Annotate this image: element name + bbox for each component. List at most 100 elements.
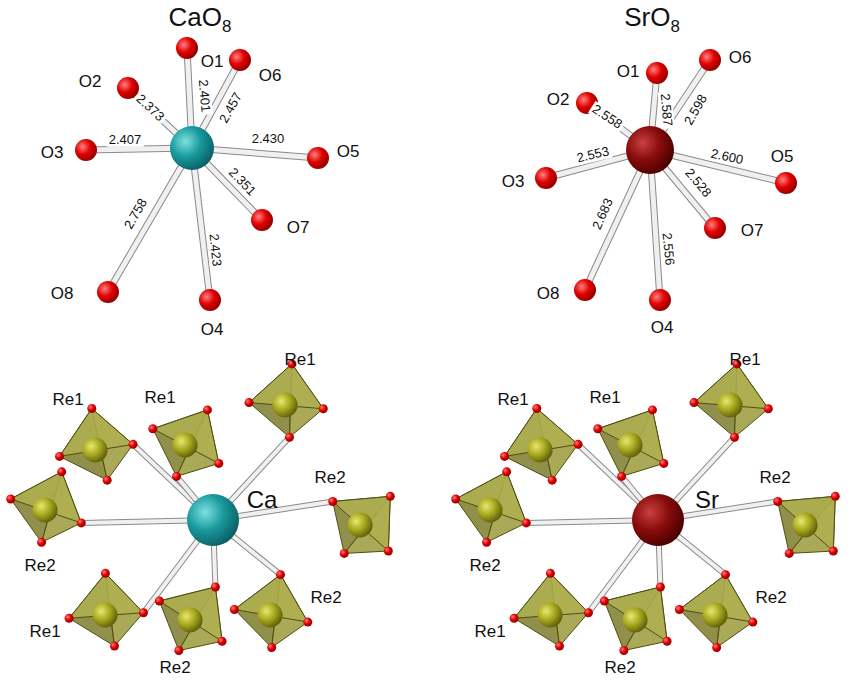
- tetrahedron-face: [456, 472, 527, 523]
- rhenium-atom: [347, 512, 372, 537]
- bond-length: 2.407: [107, 133, 144, 147]
- oxygen-atom: [548, 476, 557, 485]
- oxygen-atom: [267, 643, 276, 652]
- oxygen-atom: [546, 569, 555, 578]
- atom-label: Re2: [310, 589, 341, 608]
- bond: [108, 148, 192, 292]
- oxygen-atom: [617, 472, 626, 481]
- oxygen-atom: [574, 440, 583, 449]
- formula-title: SrO8: [624, 3, 680, 37]
- tetrahedron-face: [333, 496, 391, 551]
- oxygen-atom: [785, 549, 794, 558]
- bond-length: 2.430: [250, 132, 287, 146]
- oxygen-atom: [101, 569, 110, 578]
- atom-label: O4: [651, 319, 674, 338]
- atom-label: Re2: [314, 469, 345, 488]
- oxygen-atom: [600, 597, 609, 606]
- atom-label: Re1: [729, 351, 760, 370]
- oxygen-atom: [648, 405, 657, 414]
- atom-label: Re2: [469, 557, 500, 576]
- bond-highlight: [192, 148, 210, 300]
- oxygen-atom: [148, 424, 157, 433]
- oxygen-atom: [139, 608, 148, 617]
- atom-label: O8: [51, 285, 74, 304]
- metal-atom: [170, 126, 214, 170]
- oxygen-atom: [285, 433, 294, 442]
- oxygen-atom: [704, 217, 726, 239]
- oxygen-atom: [522, 518, 531, 527]
- oxygen-atom: [584, 608, 593, 617]
- oxygen-atom: [218, 637, 227, 646]
- oxygen-atom: [829, 547, 838, 556]
- oxygen-atom: [307, 147, 329, 169]
- oxygen-atom: [764, 404, 773, 413]
- oxygen-atom: [37, 538, 46, 547]
- oxygen-atom: [55, 452, 64, 461]
- oxygen-atom: [110, 642, 119, 651]
- oxygen-atom: [87, 404, 96, 413]
- oxygen-atom: [77, 518, 86, 527]
- rhenium-atom: [92, 602, 117, 627]
- oxygen-atom: [230, 605, 239, 614]
- oxygen-atom: [75, 139, 97, 161]
- tetrahedron-face: [778, 496, 836, 553]
- atom-label: Ca: [247, 487, 278, 513]
- oxygen-atom: [535, 167, 557, 189]
- oxygen-atom: [690, 398, 699, 407]
- oxygen-atom: [482, 538, 491, 547]
- rhenium-atom: [172, 432, 197, 457]
- atom-label: Re1: [474, 623, 505, 642]
- tetrahedron-face: [159, 587, 222, 641]
- oxygen-atom: [199, 289, 221, 311]
- atom-label: O3: [41, 144, 64, 163]
- oxygen-atom: [319, 404, 328, 413]
- rhenium-atom: [257, 602, 282, 627]
- oxygen-atom: [340, 549, 349, 558]
- oxygen-atom: [502, 467, 511, 476]
- oxygen-atom: [229, 49, 251, 71]
- rhenium-atom: [717, 392, 742, 417]
- coordination-polyhedron: [535, 49, 797, 311]
- rhenium-atom: [272, 392, 297, 417]
- atom-label: Re2: [604, 659, 635, 678]
- oxygen-atom: [649, 289, 671, 311]
- oxygen-atom: [129, 440, 138, 449]
- oxygen-atom: [532, 404, 541, 413]
- oxygen-atom: [730, 433, 739, 442]
- atom-label: O2: [79, 73, 102, 92]
- rhenium-atom: [537, 602, 562, 627]
- atom-label: O8: [537, 285, 560, 304]
- bond-length: 2.587: [657, 91, 674, 129]
- oxygen-atom: [211, 582, 220, 591]
- bond-highlight: [108, 148, 192, 292]
- atom-label: O7: [741, 222, 764, 241]
- tetrahedron-face: [598, 410, 664, 464]
- oxygen-atom: [328, 497, 337, 506]
- oxygen-atom: [646, 62, 668, 84]
- oxygen-atom: [251, 209, 273, 231]
- oxygen-atom: [831, 492, 840, 501]
- rhenium-atom: [622, 607, 647, 632]
- oxygen-atom: [384, 547, 393, 556]
- rhenium-atom: [527, 437, 552, 462]
- atom-label: Re2: [759, 469, 790, 488]
- oxygen-atom: [555, 642, 564, 651]
- bond: [192, 148, 210, 300]
- oxygen-atom: [775, 172, 797, 194]
- atom-label: O4: [201, 321, 224, 340]
- oxygen-atom: [176, 37, 198, 59]
- rhenium-atom: [617, 432, 642, 457]
- metal-atom: [187, 494, 239, 546]
- tetrahedron-face: [333, 496, 391, 553]
- coordination-polyhedron: [75, 37, 329, 311]
- atom-label: O1: [617, 63, 640, 82]
- oxygen-atom: [276, 570, 285, 579]
- tetrahedra: [451, 359, 840, 655]
- oxygen-atom: [659, 459, 668, 468]
- atom-label: Re1: [144, 389, 175, 408]
- tetrahedron-face: [11, 472, 82, 523]
- atom-label: O6: [259, 67, 282, 86]
- oxygen-atom: [203, 405, 212, 414]
